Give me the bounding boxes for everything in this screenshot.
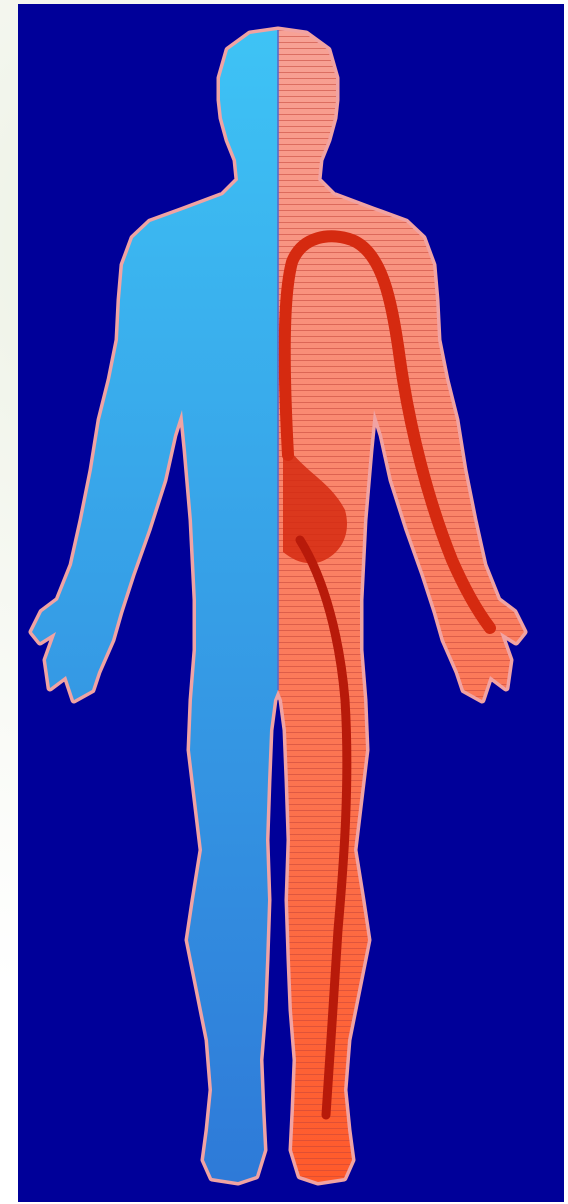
body-illustration [0, 0, 568, 1204]
